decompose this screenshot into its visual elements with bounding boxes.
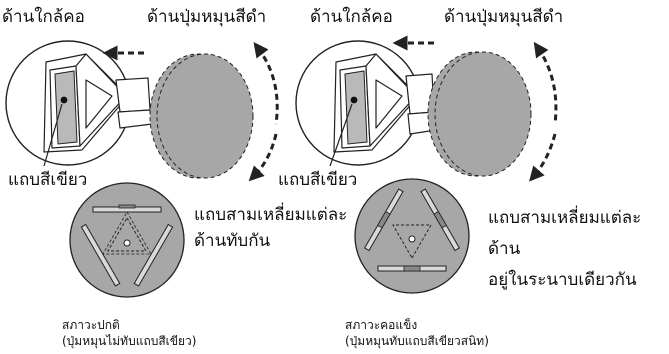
left-near-neck-label: ด้านใกล้คอ	[2, 7, 85, 27]
right-near-neck-label: ด้านใกล้คอ	[310, 7, 393, 27]
normal-state-dial	[69, 182, 185, 298]
right-strip-pointer	[329, 103, 353, 167]
normal-state-caption: สภาวะปกติ	[62, 318, 120, 332]
normal-strip-right	[133, 223, 174, 287]
normal-state-note: แถบสามเหลี่ยมแต่ละ ด้านทับกัน	[194, 205, 348, 251]
normal-center-pin	[123, 239, 131, 247]
left-green-strip-label: แถบสีเขียว	[8, 170, 88, 190]
left-mount-illustration	[5, 40, 279, 182]
left-strip-pointer	[43, 103, 63, 167]
left-green-strip	[54, 70, 78, 145]
left-rotate-arrow	[253, 41, 279, 125]
left-knob-side-label: ด้านปุ่มหมุนสีดำ	[147, 7, 267, 27]
left-knob	[156, 53, 254, 179]
locked-center-pin	[408, 235, 416, 243]
locked-state-dial	[354, 178, 470, 294]
normal-triangle-outline	[107, 216, 147, 252]
left-strip-dot	[60, 96, 68, 104]
locked-state-note: แถบสามเหลี่ยมแต่ละด้าน อยู่ในระนาบเดียวก…	[488, 208, 642, 290]
right-green-strip-label: แถบสีเขียว	[278, 170, 358, 190]
right-strip-dot	[350, 96, 358, 104]
left-rotate-arrow-2	[248, 133, 278, 182]
right-rotate-arrow	[533, 41, 558, 125]
right-rotate-arrow-2	[529, 133, 557, 182]
right-knob-side-label: ด้านปุ่มหมุนสีดำ	[444, 7, 564, 27]
locked-state-caption-sub: (ปุ่มหมุนทับแถบสีเขียวสนิท)	[345, 334, 489, 348]
locked-state-caption: สภาวะคอแข็ง	[345, 318, 418, 332]
right-knob	[434, 51, 532, 177]
right-green-strip	[344, 70, 368, 145]
locked-triangle-outline	[392, 224, 432, 260]
right-mount-illustration	[295, 35, 558, 182]
normal-state-caption-sub: (ปุ่มหมุนไม่ทับแถบสีเขียว)	[62, 334, 197, 348]
